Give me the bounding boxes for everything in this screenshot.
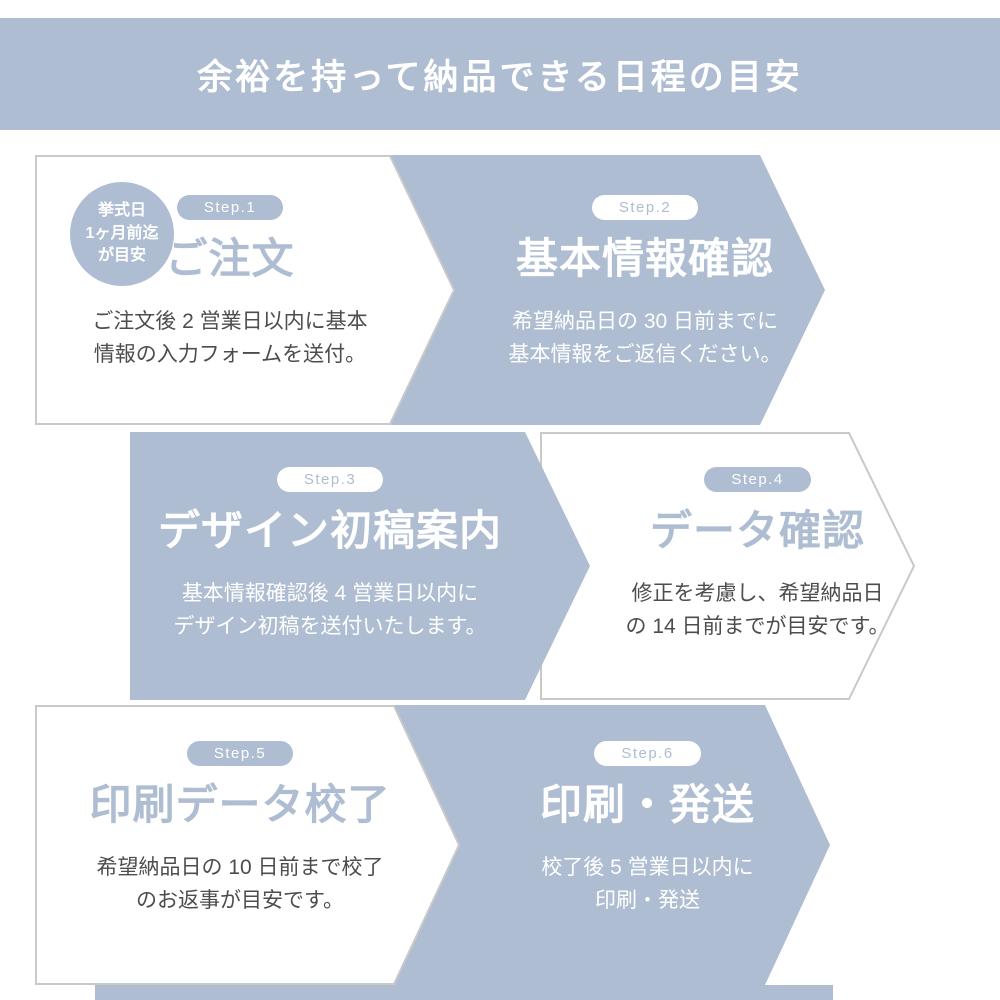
step3-badge: Step.3 [276, 467, 384, 492]
process-row-3: Step.6 印刷・発送 校了後 5 営業日以内に 印刷・発送 Step.5 印… [0, 705, 1000, 985]
step5-content: Step.5 印刷データ校了 希望納品日の 10 日前まで校了 のお返事が目安で… [35, 705, 460, 985]
step2-arrow: Step.2 基本情報確認 希望納品日の 30 日前までに 基本情報をご返信くだ… [390, 155, 825, 425]
step4-badge: Step.4 [704, 467, 811, 492]
step3-arrow-shape [130, 432, 590, 700]
step2-badge: Step.2 [591, 195, 699, 220]
step6-arrow-shape [395, 705, 830, 985]
process-row-1: Step.2 基本情報確認 希望納品日の 30 日前までに 基本情報をご返信くだ… [0, 155, 1000, 425]
step5-desc: 希望納品日の 10 日前まで校了 のお返事が目安です。 [96, 856, 384, 912]
step6-desc: 校了後 5 営業日以内に 印刷・発送 [541, 856, 754, 912]
step1-title: ご注文 [165, 235, 295, 282]
step2-title: 基本情報確認 [515, 235, 774, 282]
process-row-2: Step.4 データ確認 修正を考慮し、希望納品日 の 14 日前までが目安です… [0, 432, 1000, 700]
step2-desc: 希望納品日の 30 日前までに 基本情報をご返信ください。 [508, 310, 782, 366]
step3-title: デザイン初稿案内 [157, 507, 502, 554]
step4-title: データ確認 [649, 507, 865, 554]
step1-arrow: 挙式日 1ヶ月前迄 が目安 Step.1 ご注文 ご注文後 2 営業日以内に基本… [35, 155, 455, 425]
step6-arrow: Step.6 印刷・発送 校了後 5 営業日以内に 印刷・発送 [395, 705, 830, 985]
next-section-partial [95, 985, 833, 1000]
step2-content: Step.2 基本情報確認 希望納品日の 30 日前までに 基本情報をご返信くだ… [390, 155, 825, 425]
step4-arrow: Step.4 データ確認 修正を考慮し、希望納品日 の 14 日前までが目安です… [540, 432, 915, 700]
step6-content: Step.6 印刷・発送 校了後 5 営業日以内に 印刷・発送 [395, 705, 830, 985]
step4-content: Step.4 データ確認 修正を考慮し、希望納品日 の 14 日前までが目安です… [540, 432, 915, 700]
step2-arrow-shape [390, 155, 825, 425]
step3-desc: 基本情報確認後 4 営業日以内に デザイン初稿を送付いたします。 [173, 582, 487, 638]
step3-arrow: Step.3 デザイン初稿案内 基本情報確認後 4 営業日以内に デザイン初稿を… [130, 432, 590, 700]
step5-arrow-shape [35, 705, 460, 985]
step3-content: Step.3 デザイン初稿案内 基本情報確認後 4 営業日以内に デザイン初稿を… [130, 432, 590, 700]
step6-badge: Step.6 [594, 741, 701, 766]
step6-title: 印刷・発送 [539, 781, 755, 828]
step1-content: Step.1 ご注文 ご注文後 2 営業日以内に基本 情報の入力フォームを送付。 [35, 155, 455, 425]
step4-desc: 修正を考慮し、希望納品日 の 14 日前までが目安です。 [625, 582, 890, 638]
step5-title: 印刷データ校了 [89, 781, 391, 828]
step5-badge: Step.5 [186, 741, 294, 766]
wedding-date-note-badge: 挙式日 1ヶ月前迄 が目安 [70, 182, 174, 286]
step1-badge: Step.1 [176, 195, 284, 220]
header-band: 余裕を持って納品できる日程の目安 [0, 18, 1000, 130]
page-title: 余裕を持って納品できる日程の目安 [197, 57, 803, 97]
step5-arrow: Step.5 印刷データ校了 希望納品日の 10 日前まで校了 のお返事が目安で… [35, 705, 460, 985]
step1-desc: ご注文後 2 営業日以内に基本 情報の入力フォームを送付。 [92, 310, 368, 366]
